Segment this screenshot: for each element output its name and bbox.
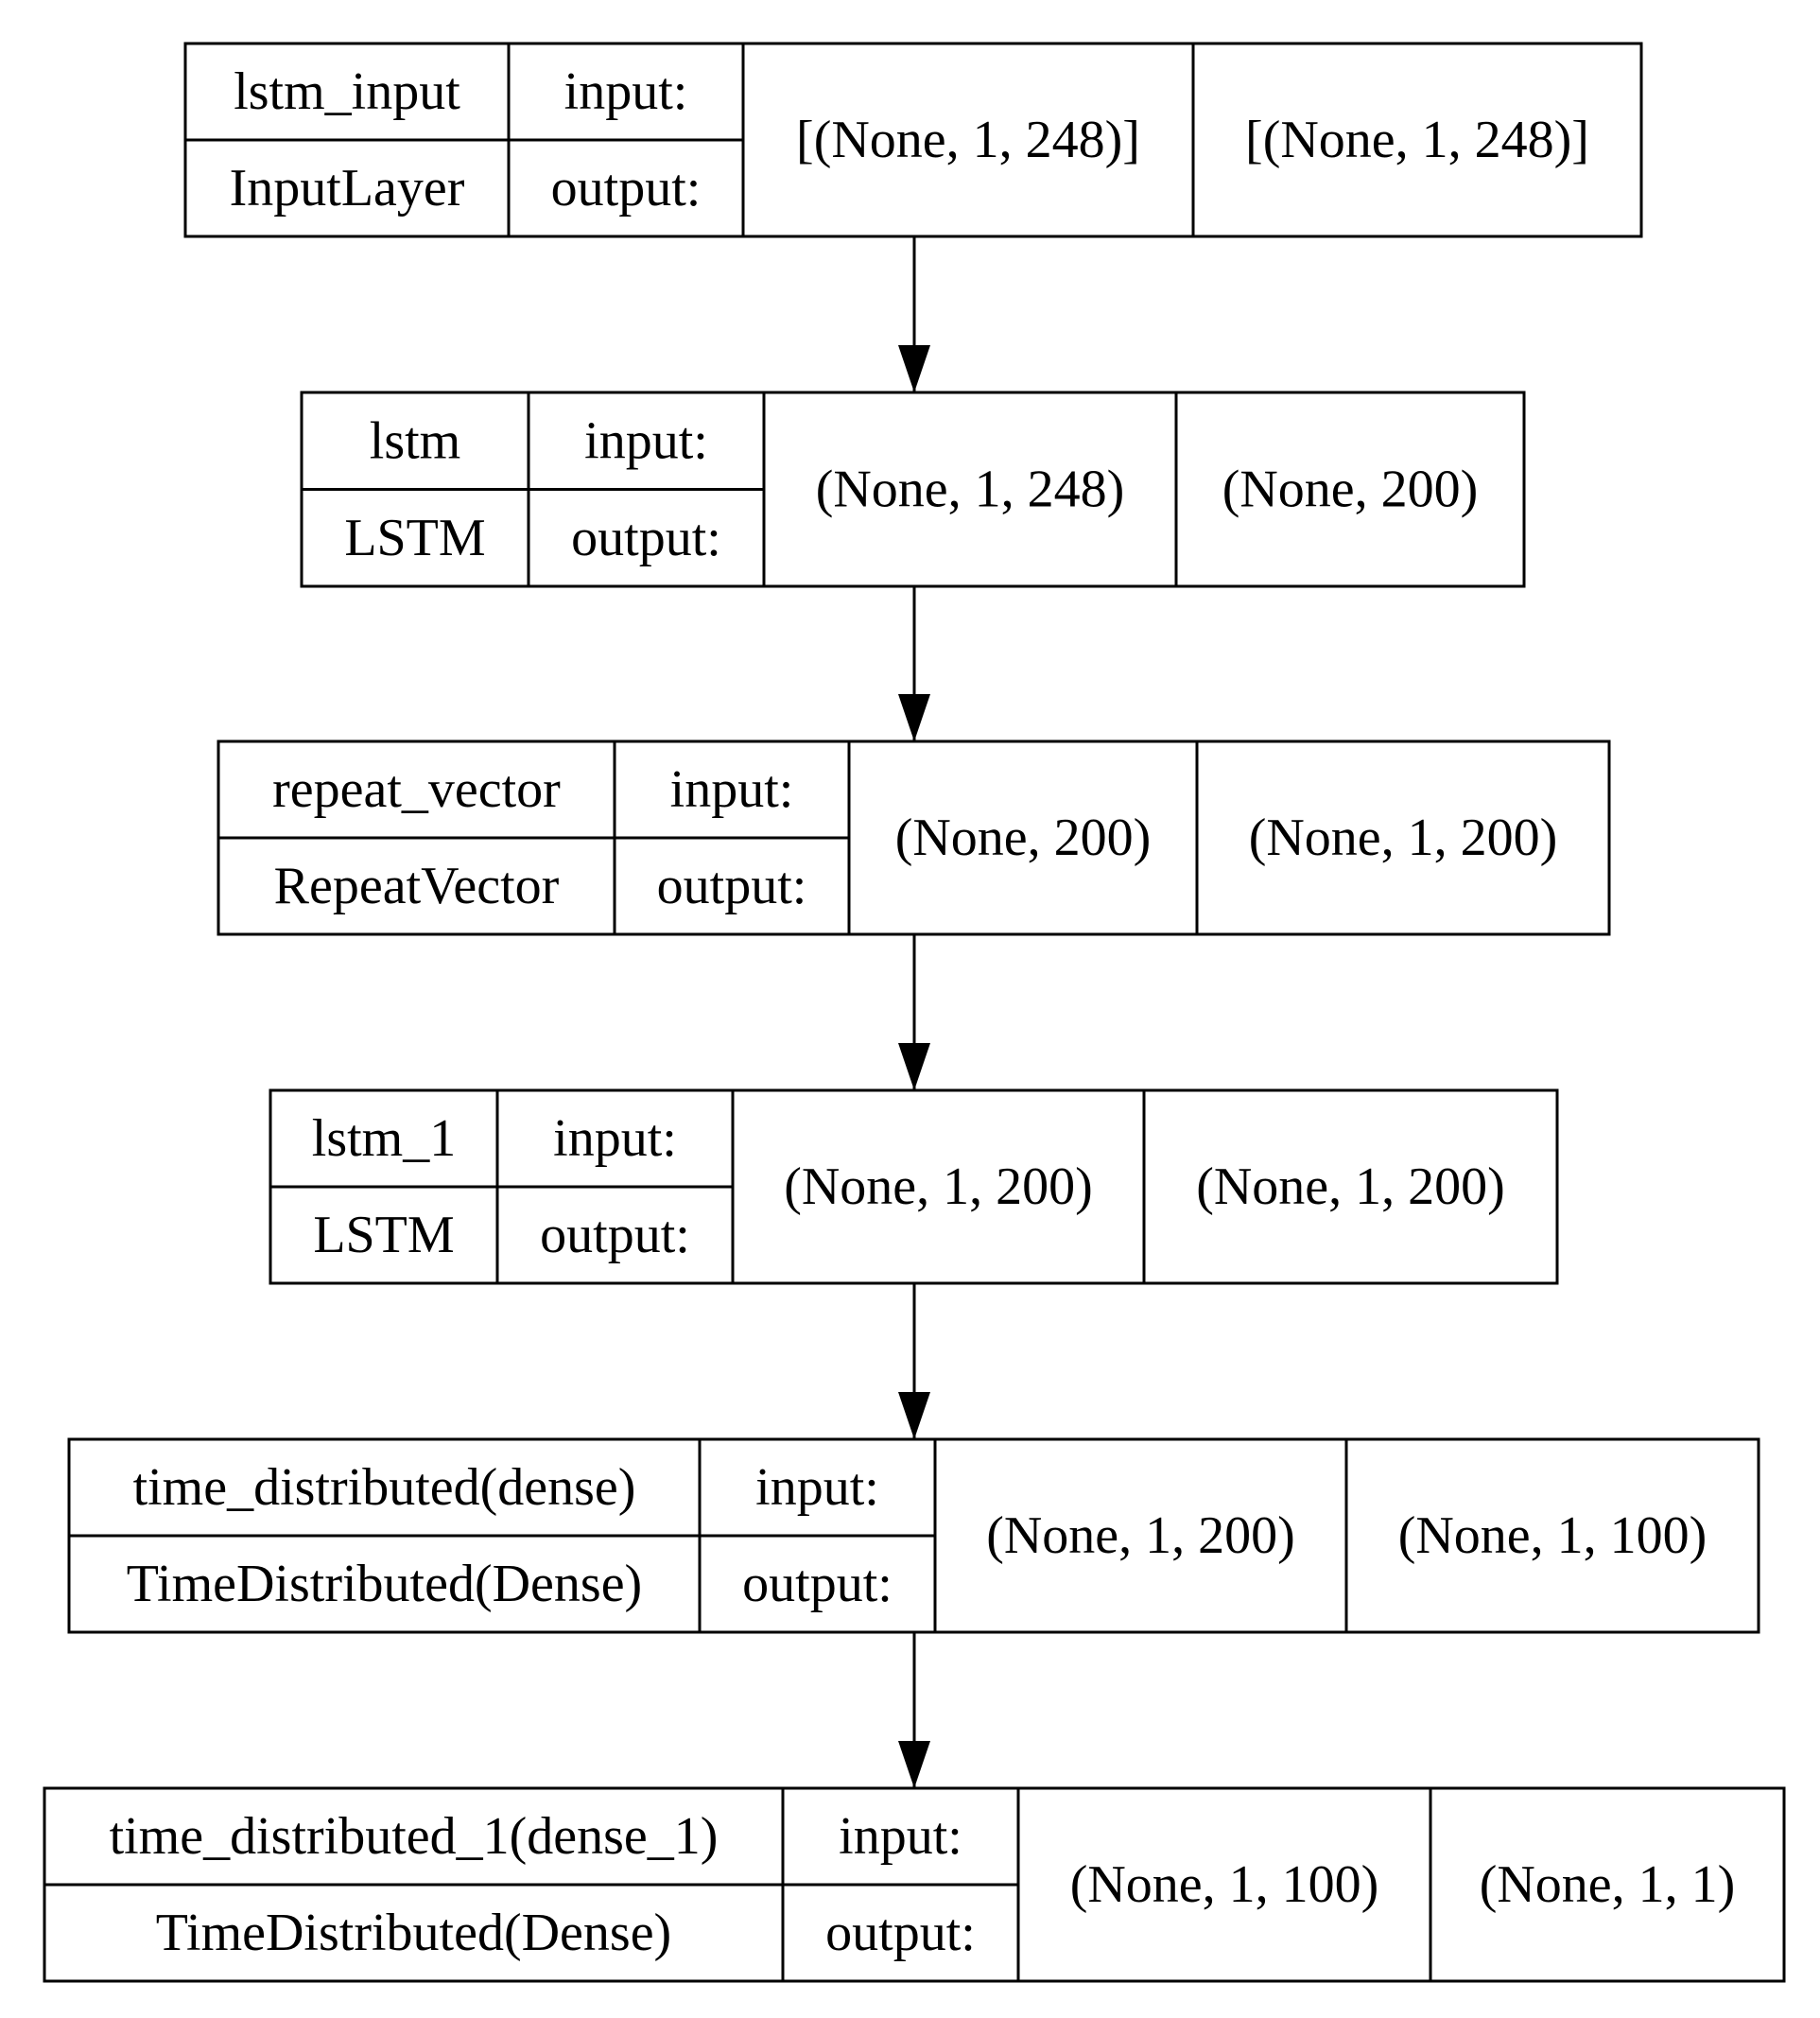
output-label: output: bbox=[825, 1904, 976, 1962]
input-shape: (None, 1, 100) bbox=[1070, 1855, 1379, 1914]
layer-name: time_distributed(dense) bbox=[133, 1458, 636, 1517]
output-label: output: bbox=[571, 509, 721, 567]
input-shape: (None, 1, 248) bbox=[816, 461, 1125, 519]
input-label: input: bbox=[670, 760, 794, 819]
layer-name: time_distributed_1(dense_1) bbox=[110, 1807, 719, 1866]
layer-type: RepeatVector bbox=[274, 857, 560, 915]
input-shape: (None, 1, 200) bbox=[986, 1506, 1295, 1565]
output-label: output: bbox=[551, 159, 702, 217]
layer-name: lstm_1 bbox=[312, 1109, 456, 1168]
output-shape: (None, 200) bbox=[1222, 461, 1479, 519]
output-shape: [(None, 1, 248)] bbox=[1245, 111, 1589, 169]
layer-type: LSTM bbox=[344, 509, 485, 567]
arrowhead bbox=[898, 694, 930, 741]
arrowhead bbox=[898, 1043, 930, 1090]
input-shape: (None, 1, 200) bbox=[784, 1157, 1093, 1216]
input-label: input: bbox=[564, 62, 688, 121]
output-shape: (None, 1, 100) bbox=[1398, 1506, 1707, 1565]
layer-name: repeat_vector bbox=[272, 760, 561, 819]
layer-type: TimeDistributed(Dense) bbox=[127, 1555, 642, 1613]
layer-type: LSTM bbox=[313, 1206, 454, 1264]
output-shape: (None, 1, 200) bbox=[1249, 809, 1558, 867]
input-label: input: bbox=[553, 1109, 677, 1168]
output-shape: (None, 1, 1) bbox=[1480, 1855, 1736, 1914]
layer-name: lstm_input bbox=[234, 62, 460, 121]
arrowhead bbox=[898, 345, 930, 392]
input-label: input: bbox=[755, 1458, 879, 1517]
output-label: output: bbox=[540, 1206, 690, 1264]
input-shape: [(None, 1, 248)] bbox=[796, 111, 1140, 169]
layer-type: TimeDistributed(Dense) bbox=[156, 1904, 671, 1962]
output-shape: (None, 1, 200) bbox=[1196, 1157, 1505, 1216]
layer-type: InputLayer bbox=[230, 159, 465, 217]
layer-node: time_distributed(dense) TimeDistributed(D… bbox=[67, 1437, 1760, 1634]
arrowhead bbox=[898, 1741, 930, 1788]
output-label: output: bbox=[742, 1555, 893, 1613]
arrowhead bbox=[898, 1392, 930, 1439]
layer-node: time_distributed_1(dense_1) TimeDistribut… bbox=[43, 1786, 1786, 1983]
input-label: input: bbox=[584, 411, 708, 470]
output-label: output: bbox=[657, 857, 807, 915]
input-label: input: bbox=[839, 1807, 962, 1866]
input-shape: (None, 200) bbox=[895, 809, 1152, 867]
edges bbox=[898, 236, 930, 1788]
layer-name: lstm bbox=[370, 411, 460, 470]
